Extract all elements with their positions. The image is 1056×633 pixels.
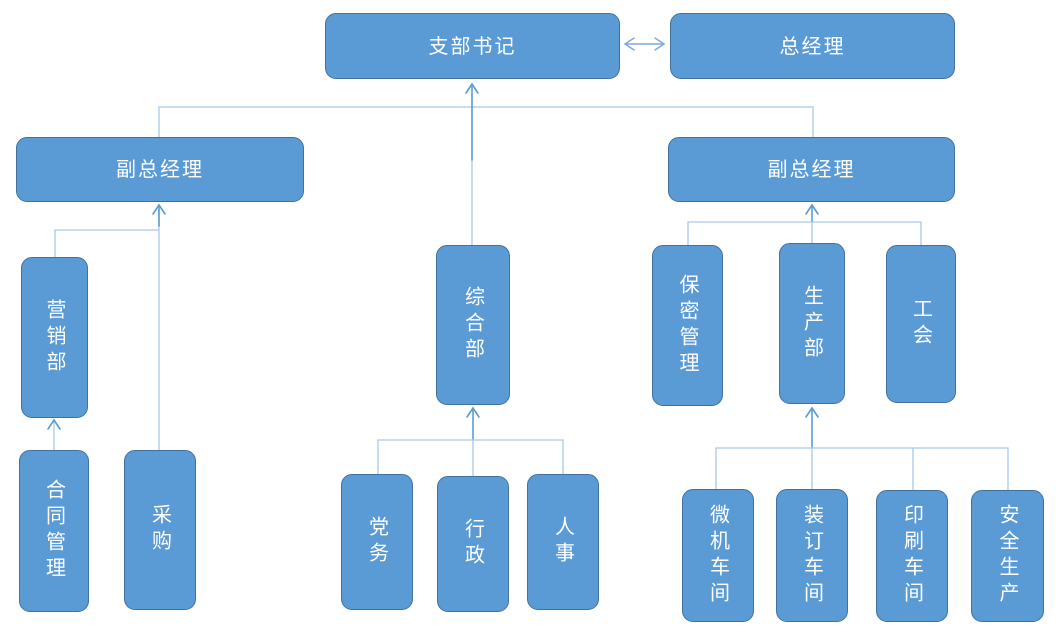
node-deputy-gm-right-label: 副总经理: [767, 157, 856, 181]
node-computer-workshop-label: 微机车间: [706, 503, 731, 608]
node-general-dept-label: 综合部: [461, 286, 486, 364]
node-marketing-dept-label: 营销部: [43, 298, 67, 377]
edge-deputyleft-arrowhead: [152, 203, 166, 215]
node-printing-workshop[interactable]: 印刷车间: [876, 490, 948, 622]
edge-center-rail: [377, 439, 564, 475]
node-safety-production[interactable]: 安全生产: [971, 490, 1044, 622]
edge-production-up-arrowhead: [805, 406, 819, 418]
node-personnel-label: 人事: [551, 516, 576, 568]
edge-generaldept-up-arrowhead: [466, 406, 480, 418]
node-binding-workshop[interactable]: 装订车间: [776, 489, 848, 622]
node-production-dept-label: 生产部: [800, 284, 825, 363]
node-personnel[interactable]: 人事: [527, 474, 599, 610]
node-general-dept[interactable]: 综合部: [436, 245, 510, 405]
node-confidentiality-management-label: 保密管理: [676, 273, 700, 378]
node-labor-union-label: 工会: [909, 298, 934, 350]
edge-top-rail: [158, 106, 814, 138]
edge-secretary-gm-arrowhead-right: [654, 37, 666, 51]
node-binding-workshop-label: 装订车间: [800, 503, 825, 608]
edge-deputyright-arrowhead: [805, 203, 819, 215]
edge-right-rail: [687, 221, 922, 246]
node-procurement[interactable]: 采购: [124, 450, 196, 610]
node-general-manager-label: 总经理: [779, 33, 846, 58]
edge-marketing-branch: [54, 229, 160, 258]
node-administration[interactable]: 行政: [437, 476, 509, 612]
node-administration-label: 行政: [461, 518, 486, 570]
node-general-manager[interactable]: 总经理: [670, 13, 955, 79]
node-safety-production-label: 安全生产: [996, 504, 1020, 608]
edge-contract-arrowhead: [47, 418, 61, 430]
node-contract-management-label: 合同管理: [42, 479, 67, 583]
node-procurement-label: 采购: [148, 504, 173, 556]
node-printing-workshop-label: 印刷车间: [900, 504, 925, 608]
node-party-affairs[interactable]: 党务: [341, 474, 413, 610]
node-marketing-dept[interactable]: 营销部: [21, 257, 88, 418]
edge-workshop-rail: [715, 447, 1009, 491]
node-confidentiality-management[interactable]: 保密管理: [652, 245, 723, 406]
edge-generaldept-secretary-arrowhead: [465, 82, 479, 94]
node-deputy-gm-left[interactable]: 副总经理: [16, 137, 304, 202]
node-computer-workshop[interactable]: 微机车间: [682, 489, 754, 622]
node-contract-management[interactable]: 合同管理: [19, 450, 89, 612]
edge-secretary-gm-arrowhead-left: [623, 37, 635, 51]
node-labor-union[interactable]: 工会: [886, 245, 956, 403]
node-deputy-gm-right[interactable]: 副总经理: [668, 137, 955, 202]
node-branch-secretary-label: 支部书记: [428, 33, 517, 58]
node-production-dept[interactable]: 生产部: [779, 243, 845, 404]
node-branch-secretary[interactable]: 支部书记: [325, 13, 620, 79]
node-deputy-gm-left-label: 副总经理: [116, 157, 204, 181]
node-party-affairs-label: 党务: [365, 516, 390, 568]
